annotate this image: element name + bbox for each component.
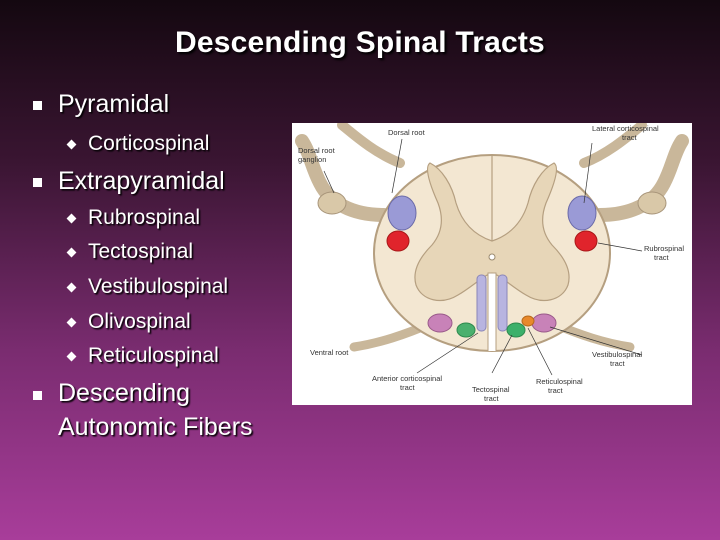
label-drg-line1: Dorsal root — [298, 146, 336, 155]
bullet-square-icon — [33, 101, 42, 110]
bullet-diamond-icon — [66, 247, 77, 258]
bullet-autonomic-fibers: Autonomic Fibers — [58, 413, 253, 441]
lateral-corticospinal-left — [387, 195, 417, 231]
bullet-diamond-icon — [66, 282, 77, 293]
bullet-diamond-icon — [66, 351, 77, 362]
dorsal-root-left — [337, 123, 405, 168]
rubrospinal-right — [574, 230, 598, 252]
lateral-corticospinal-right — [567, 195, 597, 231]
sub-bullet-reticulospinal: Reticulospinal — [88, 344, 219, 367]
label-tectospinal-line1: Tectospinal — [472, 385, 510, 394]
ventral-median-fissure — [487, 272, 497, 351]
reticulospinal-left — [456, 322, 476, 338]
label-lateral-cs-line2: tract — [622, 133, 638, 142]
anterior-corticospinal-right — [497, 274, 508, 332]
label-rubrospinal-line1: Rubrospinal — [644, 244, 684, 253]
bullet-extrapyramidal: Extrapyramidal — [58, 167, 225, 195]
label-reticulospinal-line2: tract — [548, 386, 564, 395]
label-dorsal-root: Dorsal root — [388, 128, 426, 137]
label-drg-line2: ganglion — [298, 155, 326, 164]
bullet-diamond-icon — [66, 317, 77, 328]
label-rubrospinal-line2: tract — [654, 253, 670, 262]
bullet-square-icon — [33, 391, 42, 400]
vestibulospinal-left — [427, 313, 453, 333]
bullet-diamond-icon — [66, 213, 77, 224]
spinal-cord-diagram: Dorsal root Dorsal root ganglion Lateral… — [292, 123, 692, 405]
label-ventral-root: Ventral root — [310, 348, 349, 357]
label-vestibulospinal-line1: Vestibulospinal — [592, 350, 642, 359]
rubrospinal-left — [386, 230, 410, 252]
anterior-corticospinal-left — [476, 274, 487, 332]
slide-title: Descending Spinal Tracts — [175, 26, 545, 59]
bullet-pyramidal: Pyramidal — [58, 90, 170, 118]
dorsal-root-right — [579, 123, 647, 168]
drg-nerve-left — [295, 134, 391, 222]
leader-lines — [323, 138, 643, 376]
label-reticulospinal-line1: Reticulospinal — [536, 377, 583, 386]
drg-left — [317, 191, 347, 215]
vestibulospinal-right — [531, 313, 557, 333]
label-anterior-cs-line2: tract — [400, 383, 416, 392]
bullet-diamond-icon — [66, 139, 77, 150]
sub-bullet-corticospinal: Corticospinal — [88, 132, 210, 155]
sub-bullet-olivospinal: Olivospinal — [88, 310, 191, 333]
sub-bullet-vestibulospinal: Vestibulospinal — [88, 275, 229, 298]
central-canal — [488, 253, 496, 261]
tectospinal-right — [506, 322, 526, 338]
label-lateral-cs-line1: Lateral corticospinal — [592, 124, 659, 133]
label-tectospinal-line2: tract — [484, 394, 500, 403]
drg-right — [637, 191, 667, 215]
bullet-square-icon — [33, 178, 42, 187]
label-anterior-cs-line1: Anterior corticospinal — [372, 374, 442, 383]
drg-nerve-right — [593, 134, 689, 222]
sub-bullet-tectospinal: Tectospinal — [88, 240, 194, 263]
olivospinal-right — [521, 315, 535, 327]
spinal-cord-cross-section-illustration: Dorsal root Dorsal root ganglion Lateral… — [295, 123, 689, 403]
bullet-descending: Descending — [58, 379, 191, 407]
sub-bullet-rubrospinal: Rubrospinal — [88, 206, 201, 229]
label-vestibulospinal-line2: tract — [610, 359, 626, 368]
